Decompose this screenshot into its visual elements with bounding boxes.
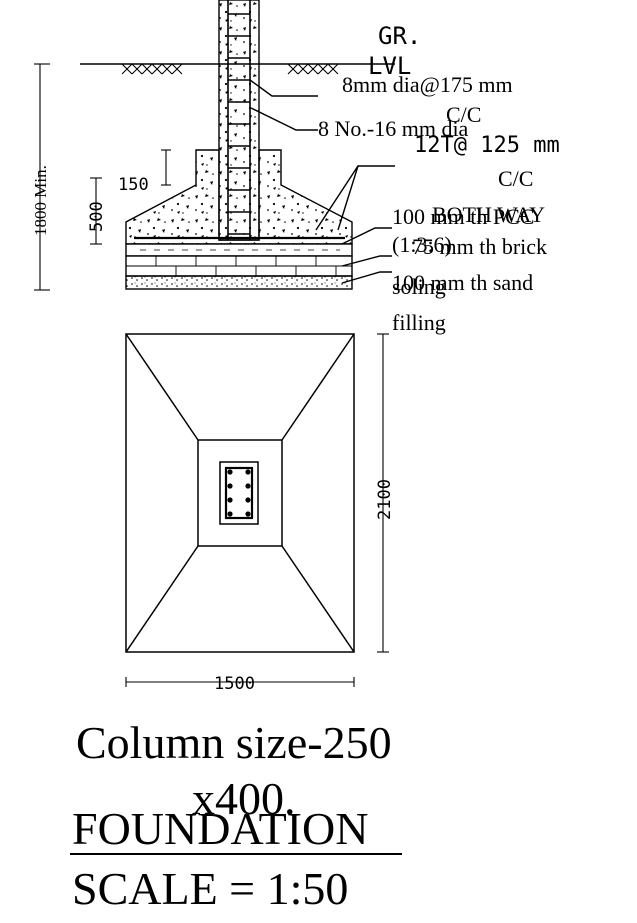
pedestal-outline [197,439,283,547]
dim-150 [161,149,171,186]
column-bars-plan [227,469,251,517]
ground-level-lvl: LVL [368,52,411,80]
dim-150-text: 150 [118,175,149,195]
dim-1800-text: 1800 Min. [31,165,50,236]
label-pcc-2: (1:3:6) [392,232,452,257]
leader-sand [341,271,392,284]
ground-hatch-right [287,63,339,75]
label-sand-2: filling [392,310,446,335]
drawing-title: FOUNDATION [72,803,368,854]
label-pcc-1: 100 mm th PCC [392,204,534,229]
leader-8mm [249,79,318,97]
label-both-way: BOTH WAY [432,202,545,227]
sand-filling [125,275,353,290]
dim-2100-text: 2100 [375,479,395,520]
dim-1500-text: 1500 [214,674,255,694]
dim-1500 [125,677,355,687]
label-sand-1: 100 mm th sand [392,270,533,295]
label-main-bars: 8 No.-16 mm dia [318,116,469,141]
brick-joints [155,256,337,276]
section-view [34,0,395,291]
dim-500-text: 500 [87,201,107,232]
column-outline [219,461,259,525]
column-stirrups [228,13,250,235]
drawing-scale: SCALE = 1:50 [72,863,348,914]
column-shaft [218,0,260,241]
column-stirrup-plan [224,466,254,520]
leader-brick [341,255,392,267]
leader-16mm [250,107,318,131]
label-12t: 12T@ 125 mm [414,133,560,158]
label-8mm-cc: C/C [446,102,481,127]
label-12t-cc: C/C [498,166,533,191]
footing-outline [125,333,355,653]
plan-view [125,333,389,687]
label-8mm-stirrups: 8mm dia@175 mm [342,72,513,97]
ground-hatch-left [121,63,183,75]
column-size-line-2: x400. [192,773,296,824]
label-brick-1: 75 mm th brick [412,234,547,259]
leader-pcc [341,227,392,245]
label-brick-2: soling [392,274,446,299]
ground-level-gr: GR. [378,22,421,50]
dim-2100 [377,333,389,653]
dim-500 [90,177,102,245]
dim-1800 [34,63,50,291]
column-size-line-1: Column size-250 [76,717,392,768]
